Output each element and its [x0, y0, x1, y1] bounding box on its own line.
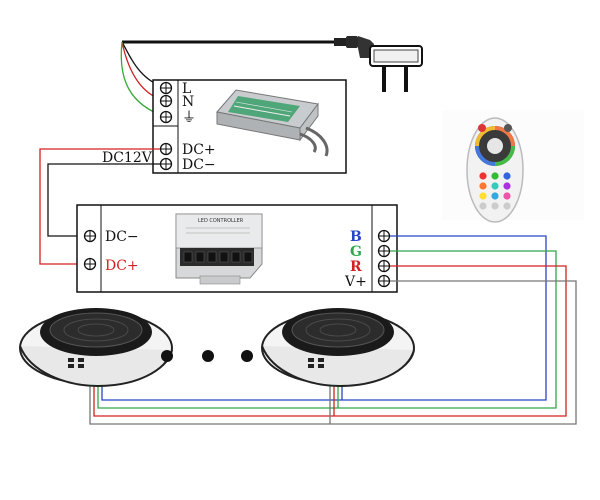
- wire-blue: [101, 235, 547, 401]
- ctrl-terminal-b: [377, 229, 391, 243]
- label-l: L: [182, 81, 191, 97]
- ctrl-terminal-r: [377, 259, 391, 273]
- wire-gray: [89, 280, 577, 425]
- label-g: G: [350, 244, 362, 260]
- psu-terminal-dc-minus: [159, 157, 173, 171]
- label-ctrl-dc-minus: DC−: [105, 229, 139, 245]
- pool-light-left: [19, 308, 173, 388]
- label-psu-dc-minus: DC−: [182, 157, 216, 173]
- led-controller-image: LED CONTROLLER: [175, 213, 263, 285]
- wire-dc-plus: [39, 148, 160, 265]
- label-dc12v: DC12V: [102, 150, 153, 166]
- earth-icon: ⏚: [182, 110, 196, 126]
- psu-terminal-n: [159, 94, 173, 108]
- label-b: B: [350, 229, 362, 245]
- wire-dc-minus: [47, 163, 160, 237]
- label-r: R: [350, 259, 362, 275]
- power-supply-image: [216, 89, 329, 157]
- psu-terminal-dc-plus: [159, 142, 173, 156]
- ellipsis-dots: [161, 350, 253, 362]
- output-wires: [89, 235, 577, 425]
- psu-terminal-earth: [159, 110, 173, 124]
- controller-label: LED CONTROLLER: [198, 218, 244, 224]
- remote-control-image: [442, 110, 584, 223]
- label-psu-dc-plus: DC+: [182, 142, 216, 158]
- wire-green: [97, 250, 557, 409]
- ctrl-terminal-v-plus: [377, 274, 391, 288]
- label-n: N: [182, 94, 194, 110]
- ctrl-terminal-g: [377, 244, 391, 258]
- psu-terminal-l: [159, 81, 173, 95]
- ctrl-terminal-dc-minus: [83, 229, 97, 243]
- power-plug-icon: [334, 36, 423, 92]
- wire-red: [93, 265, 567, 417]
- pool-light-right: [261, 308, 415, 388]
- label-ctrl-dc-plus: DC+: [105, 258, 139, 274]
- ctrl-terminal-dc-plus: [83, 257, 97, 271]
- label-v-plus: V+: [344, 274, 367, 290]
